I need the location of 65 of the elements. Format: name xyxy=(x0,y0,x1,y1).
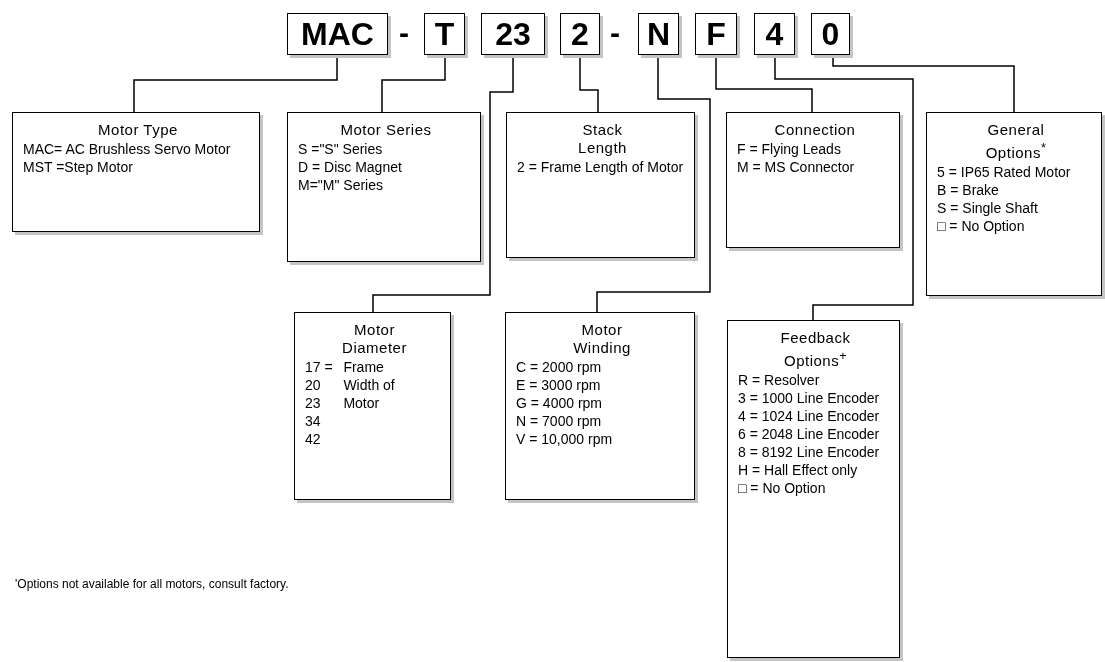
option-entry: F = Flying Leads xyxy=(737,140,842,158)
option-heading: Motor Series xyxy=(339,121,433,139)
option-entry: 8 = 8192 Line Encoder xyxy=(738,443,881,461)
option-heading: Stack Length xyxy=(577,121,628,157)
option-code: 20 xyxy=(305,376,322,394)
option-box xyxy=(505,312,695,500)
option-code: 34 xyxy=(305,412,322,430)
option-entry: 6 = 2048 Line Encoder xyxy=(738,425,881,443)
option-heading: Feedback Options$^{+}$ xyxy=(779,329,852,370)
option-code: 23 xyxy=(305,394,322,412)
option-code: 42 xyxy=(305,430,322,448)
code-character: 0 xyxy=(821,18,840,50)
option-entry: □ = No Option xyxy=(937,217,1026,235)
option-entry: R = Resolver xyxy=(738,371,821,389)
code-character-box xyxy=(754,13,795,55)
code-character: MAC xyxy=(301,18,374,50)
option-heading: General Options$^{*}$ xyxy=(984,121,1048,162)
option-box xyxy=(726,112,900,248)
option-entry: B = Brake xyxy=(937,181,1000,199)
option-entry: G = 4000 rpm xyxy=(516,394,603,412)
option-box xyxy=(12,112,260,232)
option-entry: H = Hall Effect only xyxy=(738,461,859,479)
code-character: N xyxy=(646,18,671,50)
code-character-box xyxy=(424,13,465,55)
code-character-box xyxy=(811,13,850,55)
separator-dash: - xyxy=(399,16,409,50)
option-entry: 4 = 1024 Line Encoder xyxy=(738,407,881,425)
option-box xyxy=(926,112,1102,296)
option-heading: Connection xyxy=(773,121,857,139)
option-entry: S ="S" Series xyxy=(298,140,384,158)
code-character-box xyxy=(287,13,388,55)
option-entry: S = Single Shaft xyxy=(937,199,1039,217)
code-character: 23 xyxy=(495,18,531,50)
option-box xyxy=(727,320,900,658)
option-description: Frame Width of Motor xyxy=(343,358,396,412)
option-entry: 2 = Frame Length of Motor xyxy=(517,158,685,176)
option-entry: E = 3000 rpm xyxy=(516,376,602,394)
option-entry: MAC= AC Brushless Servo Motor xyxy=(23,140,232,158)
option-heading: Motor Diameter xyxy=(341,321,408,357)
option-box xyxy=(506,112,695,258)
option-entry: N = 7000 rpm xyxy=(516,412,603,430)
code-character-box xyxy=(560,13,600,55)
option-heading: Motor Winding xyxy=(572,321,632,357)
code-character-box xyxy=(481,13,545,55)
code-character: F xyxy=(706,18,726,50)
code-character: 2 xyxy=(571,18,589,50)
code-character: 4 xyxy=(765,18,784,50)
option-entry: V = 10,000 rpm xyxy=(516,430,614,448)
option-entry: 3 = 1000 Line Encoder xyxy=(738,389,881,407)
option-entry: M="M" Series xyxy=(298,176,384,194)
option-entry: MST =Step Motor xyxy=(23,158,134,176)
option-box xyxy=(294,312,451,500)
code-character-box xyxy=(638,13,679,55)
code-character-box xyxy=(695,13,737,55)
option-box xyxy=(287,112,481,262)
option-entry: □ = No Option xyxy=(738,479,827,497)
option-entry: C = 2000 rpm xyxy=(516,358,603,376)
option-code: 17 = xyxy=(305,358,334,376)
footnote: 'Options not available for all motors, consult factory. xyxy=(15,577,289,591)
option-entry: M = MS Connector xyxy=(737,158,856,176)
option-heading: Motor Type xyxy=(97,121,179,139)
code-character: T xyxy=(434,18,455,50)
separator-dash: - xyxy=(610,16,620,50)
option-entry: 5 = IP65 Rated Motor xyxy=(937,163,1072,181)
option-entry: D = Disc Magnet xyxy=(298,158,403,176)
